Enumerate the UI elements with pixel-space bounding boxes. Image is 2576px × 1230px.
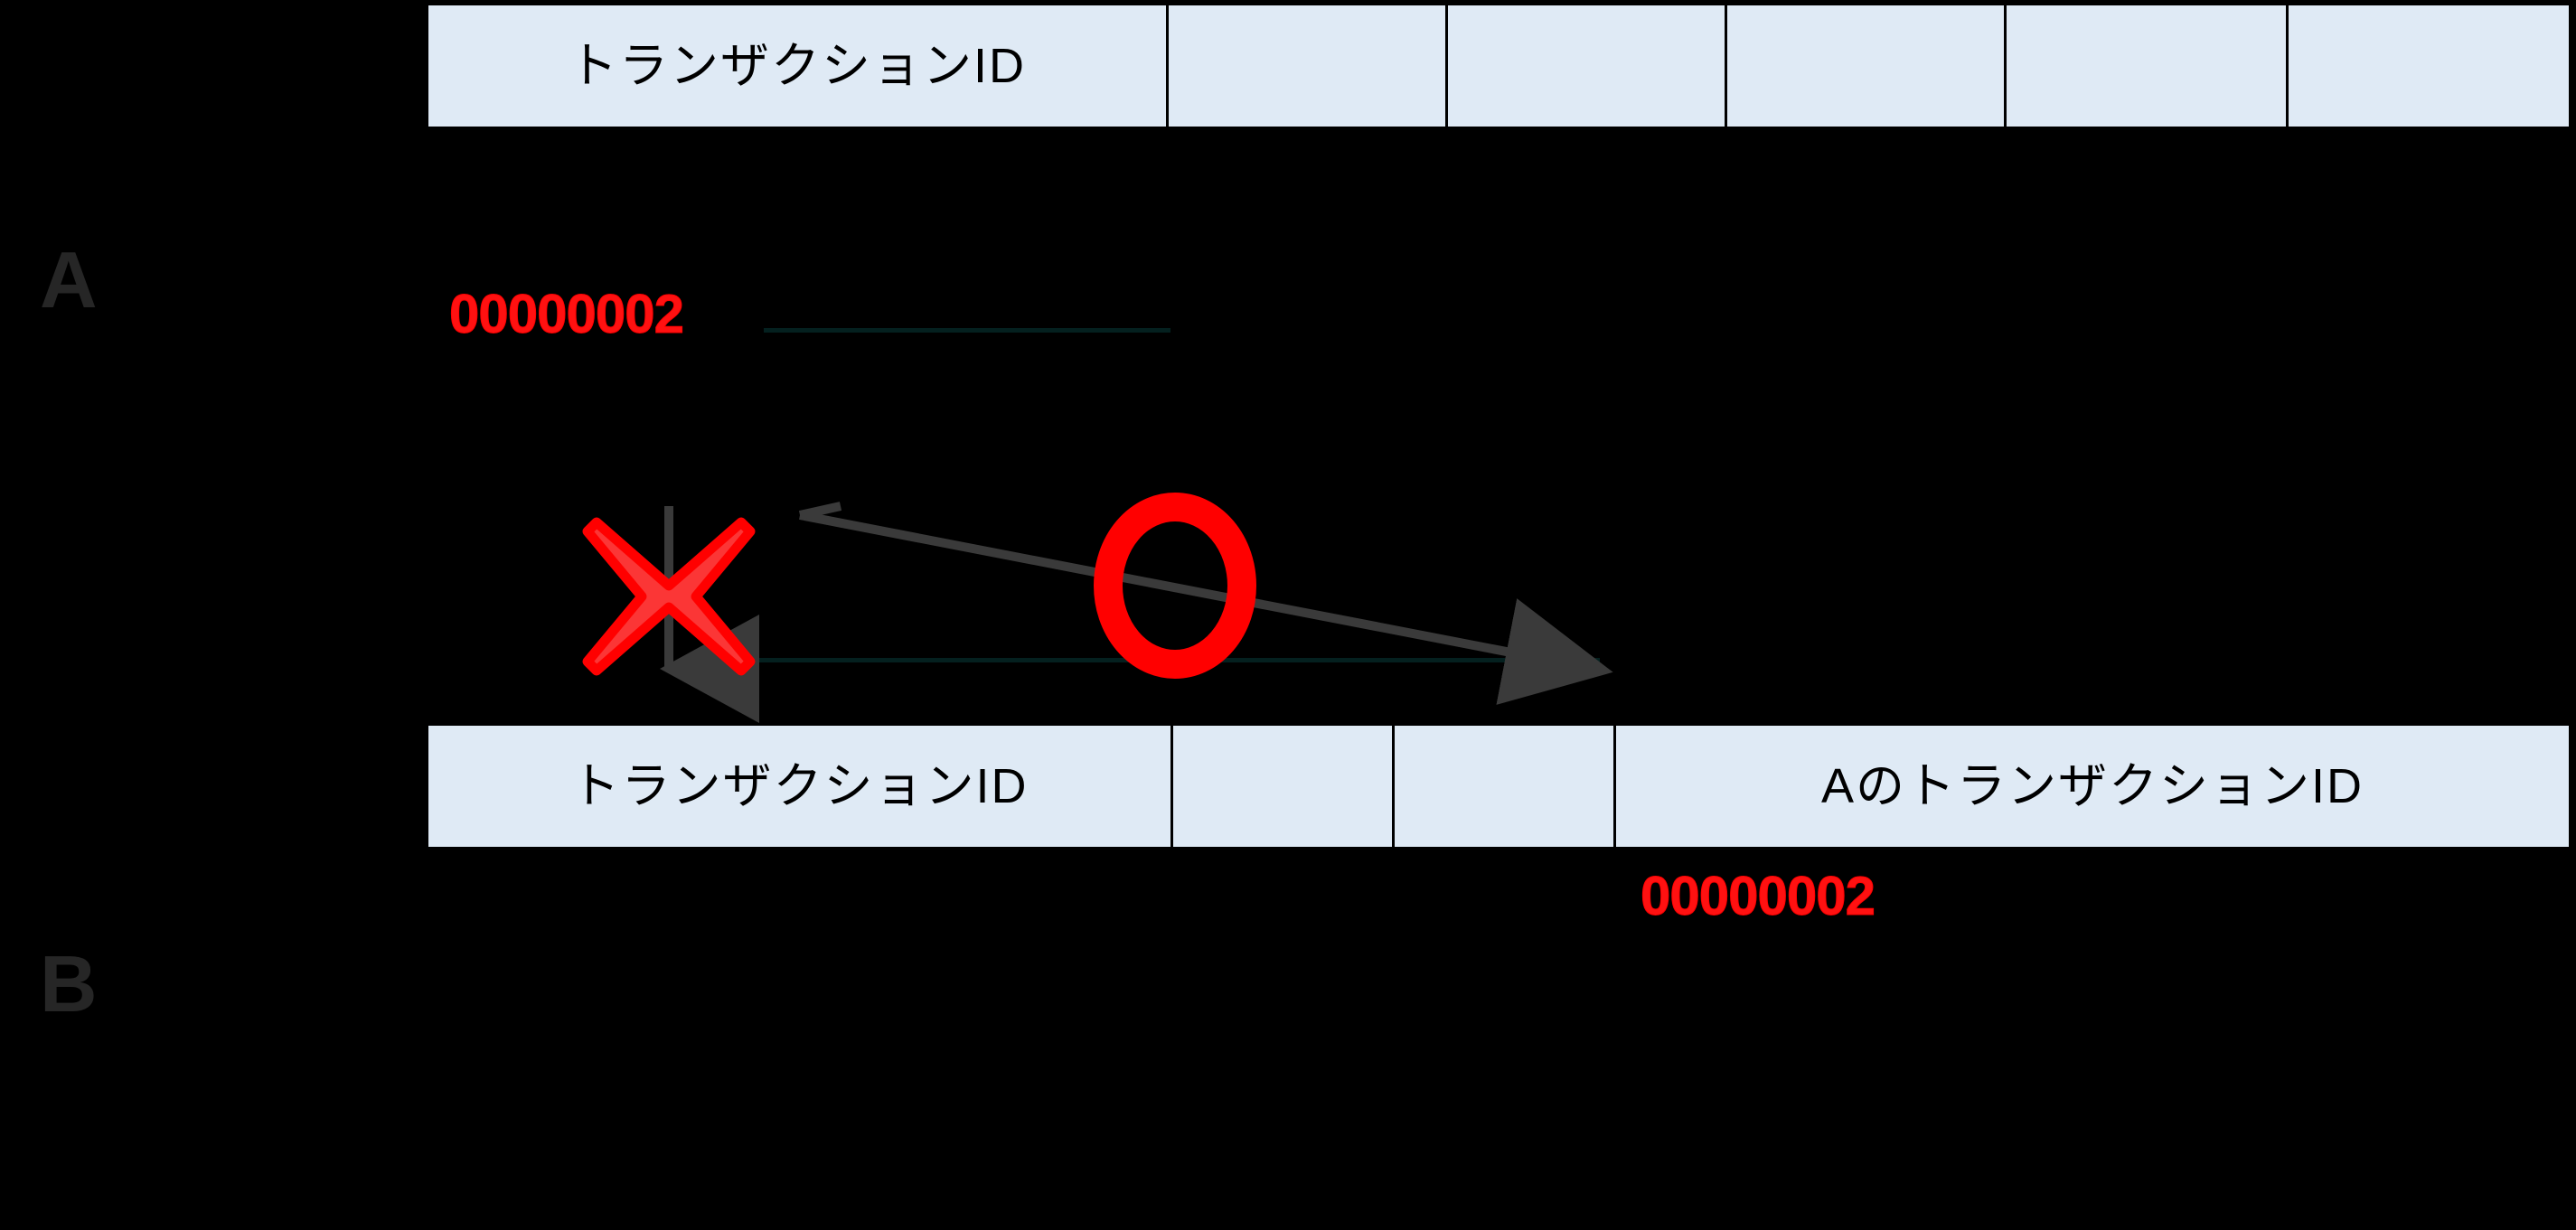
table-a-cell-2 bbox=[1448, 5, 1727, 127]
table-b-cell-0: トランザクションID bbox=[428, 726, 1173, 847]
table-a-cell-4 bbox=[2007, 5, 2289, 127]
table-b-cell-2 bbox=[1395, 726, 1616, 847]
table-b-cell-1 bbox=[1173, 726, 1395, 847]
table-a: トランザクションID bbox=[426, 3, 2571, 129]
table-a-cell-1 bbox=[1169, 5, 1448, 127]
red-circle-mark bbox=[1094, 493, 1256, 679]
table-b-cell-3: AのトランザクションID bbox=[1820, 759, 2364, 813]
connector-line-top bbox=[764, 328, 1170, 333]
diagonal-arrow bbox=[798, 502, 1613, 705]
section-letter-a: A bbox=[40, 235, 98, 324]
red-x-mark bbox=[582, 517, 756, 676]
transaction-id-value-a: 00000002 bbox=[449, 284, 685, 344]
table-b: トランザクションID AのトランザクションID bbox=[426, 723, 2571, 850]
table-a-cell-3 bbox=[1727, 5, 2007, 127]
table-a-cell-5 bbox=[2289, 5, 2569, 127]
connector-line-bottom bbox=[714, 658, 1600, 662]
table-a-cell-0: トランザクションID bbox=[428, 5, 1169, 127]
section-letter-b: B bbox=[40, 939, 98, 1028]
transaction-id-value-b: 00000002 bbox=[1641, 866, 1876, 926]
